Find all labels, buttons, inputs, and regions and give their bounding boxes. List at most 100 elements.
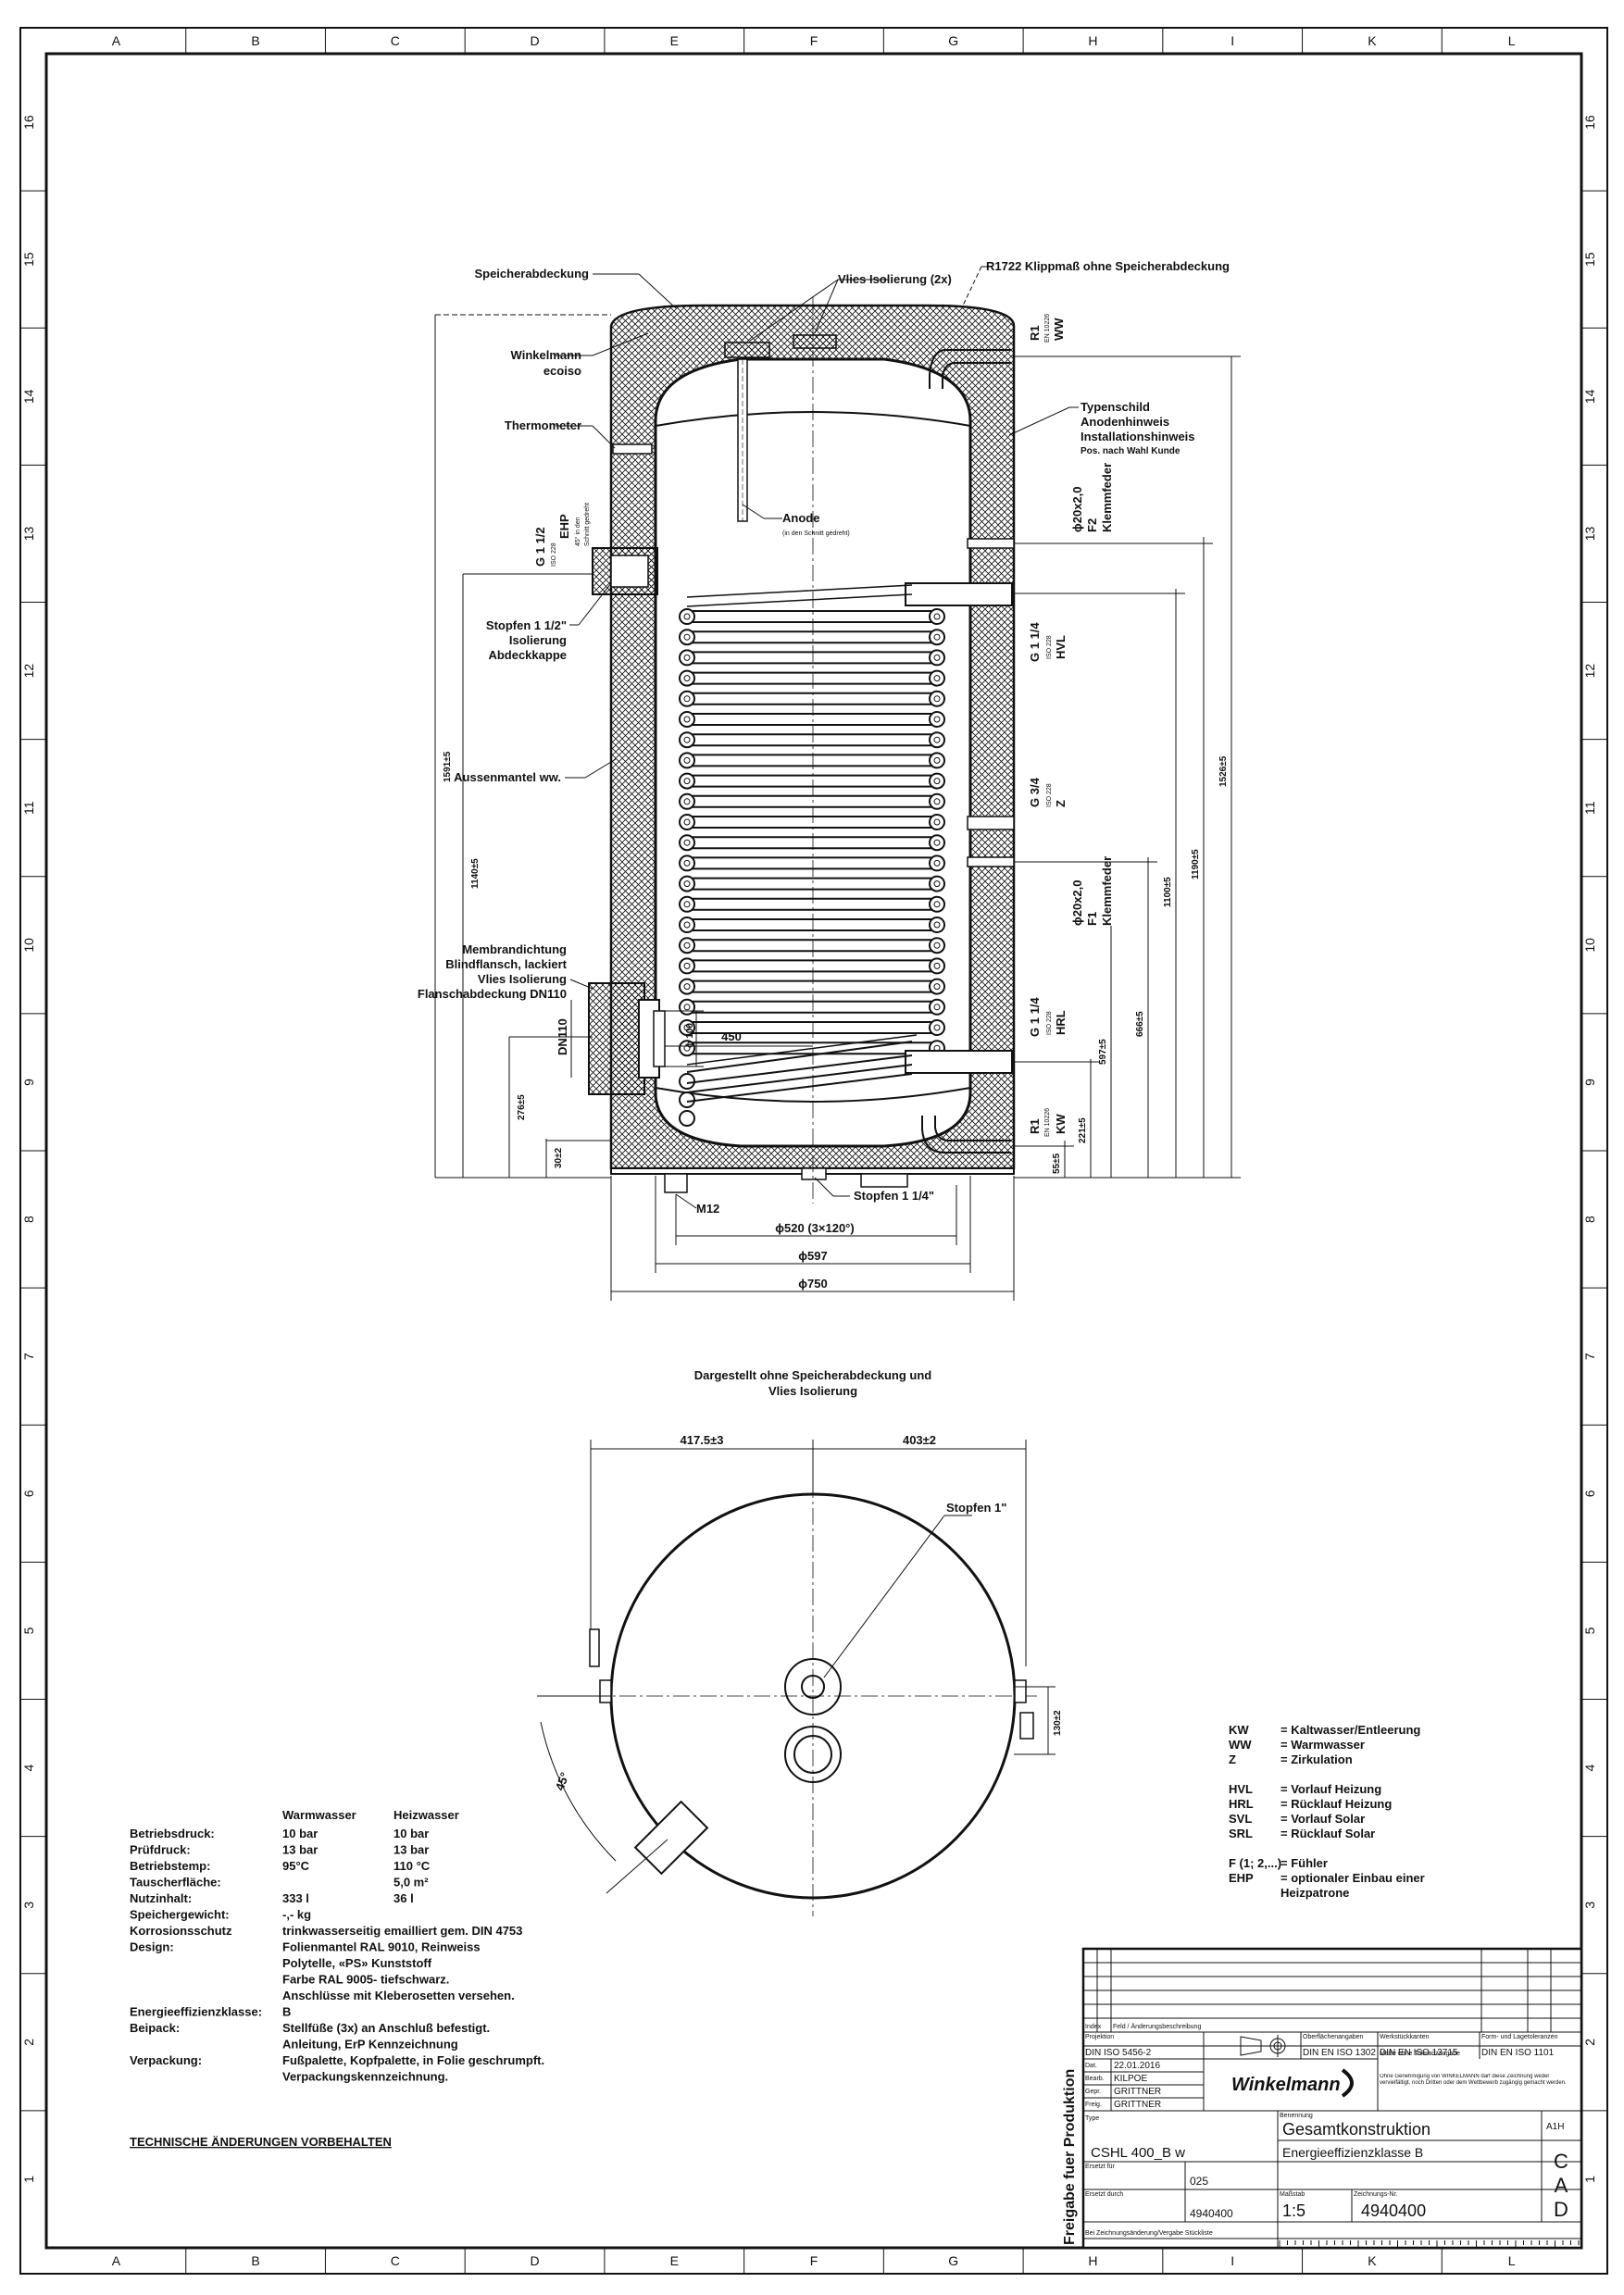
label-flanschabdeckung: Flanschabdeckung DN110 xyxy=(418,987,567,1001)
label-f2: F2 xyxy=(1085,518,1099,532)
spec-col-warmwasser: Warmwasser xyxy=(282,1808,356,1822)
tb-type-label: Type xyxy=(1085,2115,1099,2122)
label-isolierung: Isolierung xyxy=(509,633,567,647)
grid-column-label: A xyxy=(112,33,121,48)
spec-label: Verpackung: xyxy=(130,2053,202,2067)
coil-turn-right xyxy=(929,1019,945,1036)
label-ehp-note2: Schnitt gedreht xyxy=(584,503,591,546)
thermometer-well xyxy=(612,443,653,455)
spec-value-warmwasser: 13 bar xyxy=(282,1843,318,1857)
coil-turn-left xyxy=(679,875,695,892)
spec-label: Betriebsdruck: xyxy=(130,1827,215,1840)
label-g112: G 1 1/2 xyxy=(533,527,547,567)
label-ehp-note1: 45° in den xyxy=(574,517,581,546)
label-stopfen-114: Stopfen 1 1/4" xyxy=(854,1189,934,1203)
legend-code: F (1; 2,...) xyxy=(1229,1856,1281,1870)
grid-row-label: 15 xyxy=(1582,252,1597,267)
grid-column-label: E xyxy=(670,33,679,48)
dim-597: 597±5 xyxy=(1098,1039,1108,1065)
tb-cad-d: D xyxy=(1554,2198,1568,2221)
coil-turn-right xyxy=(929,814,945,830)
grid-row-label: 9 xyxy=(1582,1079,1597,1086)
boss-left xyxy=(599,1679,612,1703)
spec-value-warmwasser: Verpackungskennzeichnung. xyxy=(282,2070,448,2084)
spec-label: Prüfdruck: xyxy=(130,1843,191,1857)
tb-date: 22.01.2016 xyxy=(1114,2061,1160,2071)
grid-column-label: F xyxy=(810,2253,818,2268)
dim-d597: ϕ597 xyxy=(798,1249,827,1263)
label-hvl: HVL xyxy=(1054,635,1068,659)
grid-row-label: 9 xyxy=(21,1079,36,1086)
spec-value-heizwasser: 36 l xyxy=(394,1891,414,1905)
tb-norm2: DIN EN ISO 1302 xyxy=(1303,2048,1376,2058)
grid-row-label: 14 xyxy=(1582,389,1597,404)
spec-label: Betriebstemp: xyxy=(130,1859,210,1873)
label-aussenmantel: Aussenmantel ww. xyxy=(454,770,561,784)
grid-row-label: 7 xyxy=(1582,1353,1597,1360)
coil-turn-left xyxy=(679,1073,695,1090)
foot-left xyxy=(664,1173,688,1193)
label-klippmass: R1722 Klippmaß ohne Speicherabdeckung xyxy=(986,259,1230,273)
label-r1-kw-iso: EN 10226 xyxy=(1044,1108,1051,1137)
spec-label: Design: xyxy=(130,1940,174,1954)
tb-norm1: DIN ISO 5456-2 xyxy=(1085,2048,1152,2058)
tb-tol-label: Maße ohne Toleranzangabe xyxy=(1380,2051,1460,2057)
legend-code: EHP xyxy=(1229,1871,1254,1885)
coil-turn-left xyxy=(679,1019,695,1036)
label-angle: 45° xyxy=(553,1770,572,1792)
tb-gepr: GRITTNER xyxy=(1114,2087,1161,2097)
coil-turn-left xyxy=(679,649,695,667)
label-iso228-z: ISO 228 xyxy=(1046,783,1053,807)
label-membrandichtung: Membrandichtung xyxy=(462,942,567,956)
spec-value-heizwasser: 10 bar xyxy=(394,1827,429,1840)
grid-row-label: 8 xyxy=(21,1216,36,1223)
dim-top-right: 403±2 xyxy=(903,1433,936,1447)
grid-column-label: C xyxy=(391,33,400,48)
label-iso228-hrl: ISO 228 xyxy=(1046,1011,1053,1035)
sensor-sleeve-f2 xyxy=(967,538,1015,549)
spec-value-warmwasser: Farbe RAL 9005- tiefschwarz. xyxy=(282,1973,449,1987)
grid-row-label: 16 xyxy=(21,115,36,130)
spec-value-warmwasser: -,- kg xyxy=(282,1908,311,1922)
legend-description: = Rücklauf Solar xyxy=(1280,1827,1375,1840)
coil-turn-right xyxy=(929,937,945,954)
winkelmann-logo: Winkelmann xyxy=(1231,2068,1354,2098)
tb-gepr-label: Gepr. xyxy=(1085,2089,1101,2095)
label-iso228-hvl: ISO 228 xyxy=(1046,635,1053,659)
top-caption-2: Vlies Isolierung xyxy=(768,1384,857,1398)
coil-turn-left xyxy=(679,1091,695,1108)
grid-row-label: 12 xyxy=(21,664,36,679)
spec-value-warmwasser: B xyxy=(282,2005,291,2019)
legend-code: WW xyxy=(1229,1738,1252,1752)
label-ww: WW xyxy=(1052,318,1066,341)
legend-description: = Rücklauf Heizung xyxy=(1280,1797,1392,1811)
label-ecoiso: ecoiso xyxy=(543,364,581,378)
coil-turn-right xyxy=(929,917,945,933)
tb-subtitle: Energieeffizienzklasse B xyxy=(1282,2145,1423,2160)
label-stopfen-1: Stopfen 1" xyxy=(946,1501,1006,1515)
foot-right xyxy=(860,1173,908,1188)
grid-row-label: 11 xyxy=(21,801,36,815)
coil-turn-left xyxy=(679,669,695,687)
coil-turn-left xyxy=(679,1110,695,1127)
coil-turn-left xyxy=(679,917,695,933)
spec-label: Energieeffizienzklasse: xyxy=(130,2005,262,2019)
legend-description: = Fühler xyxy=(1280,1856,1328,1870)
grid-row-label: 5 xyxy=(1582,1627,1597,1634)
scale-ruler xyxy=(1279,2240,1580,2248)
legend-description: = Vorlauf Solar xyxy=(1280,1812,1365,1826)
tb-werkst-label: Werkstückkanten xyxy=(1380,2034,1430,2040)
tb-bearb: KILPOE xyxy=(1114,2074,1147,2084)
coil-turn-right xyxy=(929,608,945,625)
grid-row-label: 2 xyxy=(21,2039,36,2046)
tb-format: A1H xyxy=(1546,2122,1564,2132)
grid-row-label: 12 xyxy=(1582,664,1597,679)
dim-55: 55±5 xyxy=(1052,1153,1062,1174)
hrl-connection xyxy=(905,1050,1013,1074)
grid-row-label: 1 xyxy=(21,2176,36,2183)
coil-turn-left xyxy=(679,854,695,872)
grid-column-label: E xyxy=(670,2253,679,2268)
tb-massstab-label: Maßstab xyxy=(1280,2191,1305,2198)
spec-label: Korrosionsschutz xyxy=(130,1924,232,1938)
